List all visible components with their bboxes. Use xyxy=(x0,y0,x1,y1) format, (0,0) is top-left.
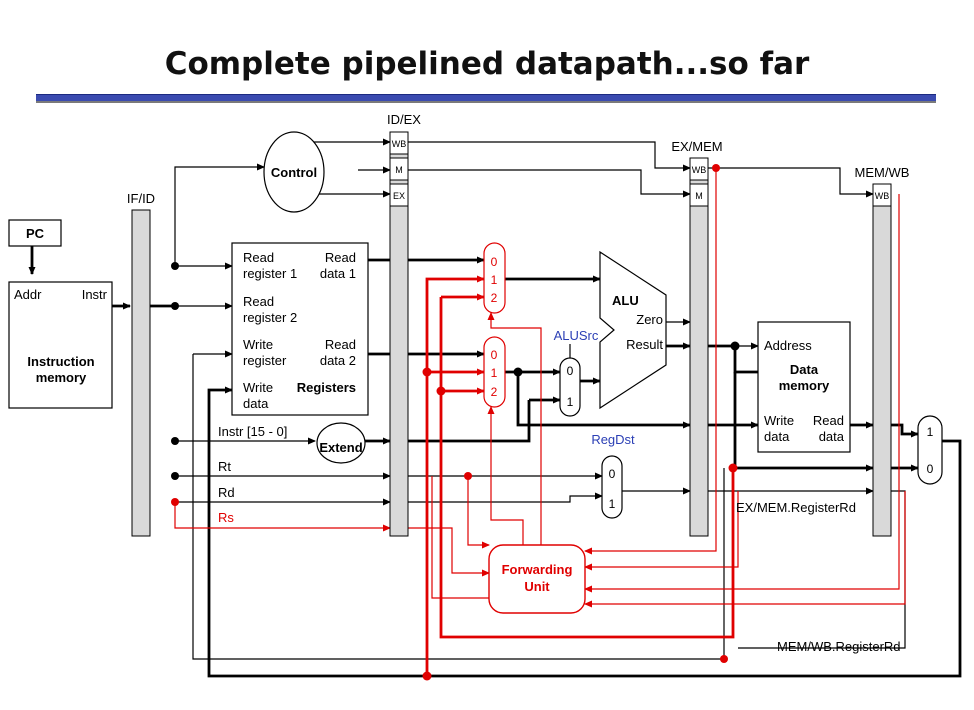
forward-b-input-0: 0 xyxy=(491,348,498,362)
address-label: Address xyxy=(764,338,812,353)
regdst-mux: 0 1 RegDst xyxy=(591,432,635,519)
slide-title: Complete pipelined datapath...so far xyxy=(164,46,810,82)
control-unit: Control xyxy=(263,131,325,213)
read-data-2-a: Read xyxy=(325,337,356,352)
forward-a-input-0: 0 xyxy=(491,255,498,269)
alusrc-input-1: 1 xyxy=(567,395,574,409)
id-ex-m-label: M xyxy=(395,165,403,175)
mem-wb-register: WB MEM/WB xyxy=(855,165,910,537)
regdst-input-1: 1 xyxy=(609,497,616,511)
mem-write-data-a: Write xyxy=(764,413,794,428)
instruction-memory-name-1: Instruction xyxy=(27,354,94,369)
ex-mem-label: EX/MEM xyxy=(671,139,722,154)
control-label: Control xyxy=(271,165,317,180)
if-id-register: IF/ID xyxy=(127,191,155,537)
forward-b-mux: 0 1 2 xyxy=(483,336,506,408)
mem-read-data-a: Read xyxy=(813,413,844,428)
if-id-label: IF/ID xyxy=(127,191,155,206)
mem-write-data-b: data xyxy=(764,429,790,444)
id-ex-ex-label: EX xyxy=(393,191,405,201)
forwarding-wires-thick xyxy=(425,275,735,676)
data-memory-name-1: Data xyxy=(790,362,819,377)
mem-wb-register-rd-label: MEM/WB.RegisterRd xyxy=(777,639,901,654)
mem-read-data-b: data xyxy=(819,429,845,444)
forward-b-input-2: 2 xyxy=(491,385,498,399)
addr-label: Addr xyxy=(14,287,42,302)
ex-mem-m-label: M xyxy=(695,191,703,201)
datapath-wires-thick xyxy=(28,246,962,678)
register-file: Read register 1 Read register 2 Write re… xyxy=(231,242,369,416)
writeback-mux: 1 0 xyxy=(917,415,943,485)
read-register-1-a: Read xyxy=(243,250,274,265)
forward-a-mux: 0 1 2 xyxy=(483,242,506,314)
write-data-a: Write xyxy=(243,380,273,395)
regdst-input-0: 0 xyxy=(609,467,616,481)
write-register-b: register xyxy=(243,353,287,368)
alu-label: ALU xyxy=(612,293,639,308)
read-register-2-b: register 2 xyxy=(243,310,297,325)
id-ex-label: ID/EX xyxy=(387,112,421,127)
forwarding-unit-label-2: Unit xyxy=(524,579,550,594)
forwarding-wires-thin xyxy=(174,168,906,608)
read-register-2-a: Read xyxy=(243,294,274,309)
alusrc-input-0: 0 xyxy=(567,364,574,378)
write-data-b: data xyxy=(243,396,269,411)
mem-wb-label: MEM/WB xyxy=(855,165,910,180)
instruction-memory: Addr Instr Instruction memory xyxy=(8,281,113,409)
registers-name: Registers xyxy=(297,380,356,395)
instruction-memory-name-2: memory xyxy=(36,370,87,385)
sign-extend: Extend xyxy=(316,422,366,464)
datapath-wires-thin xyxy=(175,262,906,660)
alu-result-label: Result xyxy=(626,337,663,352)
wb-mux-input-0: 0 xyxy=(927,462,934,476)
data-memory: Address Data memory Write data Read data xyxy=(757,321,851,453)
alu: ALU Zero Result xyxy=(599,250,667,410)
alu-zero-label: Zero xyxy=(636,312,663,327)
data-memory-name-2: memory xyxy=(779,378,830,393)
regdst-label: RegDst xyxy=(591,432,635,447)
junction-dots xyxy=(171,164,740,681)
forwarding-unit: Forwarding Unit xyxy=(488,544,586,614)
read-data-2-b: data 2 xyxy=(320,353,356,368)
id-ex-register: WB M EX ID/EX xyxy=(387,112,421,537)
ex-mem-register: WB M EX/MEM xyxy=(671,139,723,537)
rt-label: Rt xyxy=(218,459,231,474)
wb-mux-input-1: 1 xyxy=(927,425,934,439)
forward-a-input-2: 2 xyxy=(491,291,498,305)
pc-label: PC xyxy=(26,226,45,241)
rs-label: Rs xyxy=(218,510,234,525)
pc-register: PC xyxy=(8,219,62,247)
id-ex-wb-label: WB xyxy=(392,139,407,149)
control-wires xyxy=(174,138,874,266)
extend-label: Extend xyxy=(319,440,362,455)
mem-wb-wb-label: WB xyxy=(875,191,890,201)
read-data-1-b: data 1 xyxy=(320,266,356,281)
instr-field-label: Instr [15 - 0] xyxy=(218,424,287,439)
ex-mem-wb-label: WB xyxy=(692,165,707,175)
instr-label: Instr xyxy=(82,287,108,302)
forward-a-input-1: 1 xyxy=(491,273,498,287)
title-underline xyxy=(36,94,936,103)
rd-label: Rd xyxy=(218,485,235,500)
read-register-1-b: register 1 xyxy=(243,266,297,281)
alusrc-label: ALUSrc xyxy=(554,328,599,343)
forwarding-unit-label-1: Forwarding xyxy=(502,562,573,577)
alusrc-mux: 0 1 ALUSrc xyxy=(554,328,599,417)
write-register-a: Write xyxy=(243,337,273,352)
ex-mem-register-rd-label: EX/MEM.RegisterRd xyxy=(736,500,856,515)
read-data-1-a: Read xyxy=(325,250,356,265)
forward-b-input-1: 1 xyxy=(491,366,498,380)
